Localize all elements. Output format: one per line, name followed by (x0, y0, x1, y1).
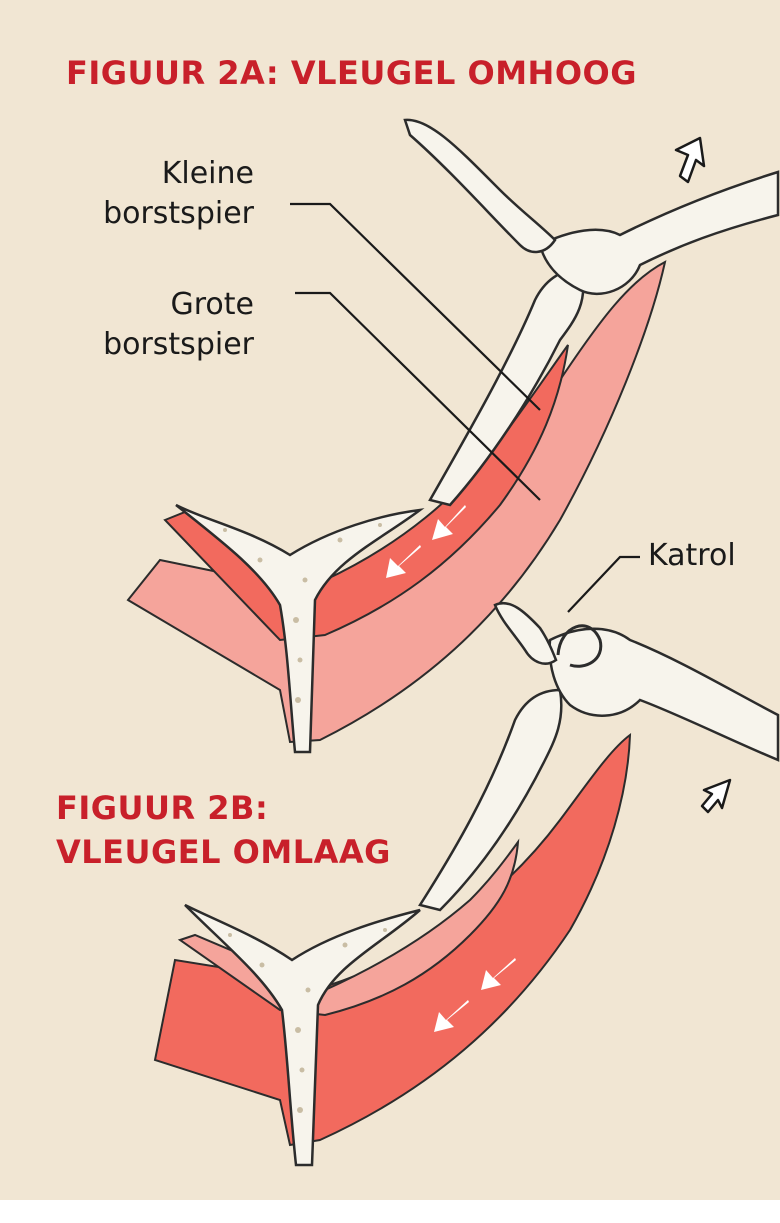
figure-2b-wing-bone (548, 627, 780, 762)
figure-2b-art (153, 602, 780, 1167)
figure-2b-title-line2: VLEUGEL OMLAAG (56, 833, 391, 871)
figure-2b-title-line1: FIGUUR 2B: (56, 789, 269, 827)
figure-2a-title: FIGUUR 2A: VLEUGEL OMHOOG (66, 54, 637, 92)
figure-2b-furcula (493, 602, 558, 665)
figure-2a-stipple (223, 523, 382, 703)
label-kleine-line2: borstspier (103, 196, 254, 231)
leader-line-kleine (290, 202, 541, 411)
leader-line-grote (295, 291, 541, 501)
figure-2a-leader-lines (290, 202, 541, 501)
figure-2b-pulley-katrol (556, 624, 603, 668)
label-grote-line2: borstspier (103, 327, 254, 362)
figure-2b-stipple (228, 928, 387, 1113)
label-grote-line1: Grote (170, 287, 255, 322)
figure-2a-sternum-keel (175, 503, 425, 754)
label-kleine-line1: Kleine (161, 156, 254, 191)
arrow-up-right-icon (674, 136, 706, 184)
figure-2a-pull-arrows (386, 505, 466, 578)
label-kleine-borstspier: Kleine borstspier (103, 154, 254, 234)
figure-2b-pull-arrows (434, 958, 516, 1032)
arrow-down-left-icon (700, 778, 732, 814)
figure-2a-furcula (403, 118, 557, 254)
leader-line-katrol (567, 555, 640, 613)
figure-2a-wing-bone (538, 170, 780, 296)
label-grote-borstspier: Grote borstspier (103, 285, 254, 365)
figure-2a-art (126, 118, 780, 754)
figure-2b-title: FIGUUR 2B: VLEUGEL OMLAAG (56, 786, 391, 874)
figure-2b-sternum-keel (184, 903, 421, 1167)
label-katrol: Katrol (648, 538, 736, 573)
